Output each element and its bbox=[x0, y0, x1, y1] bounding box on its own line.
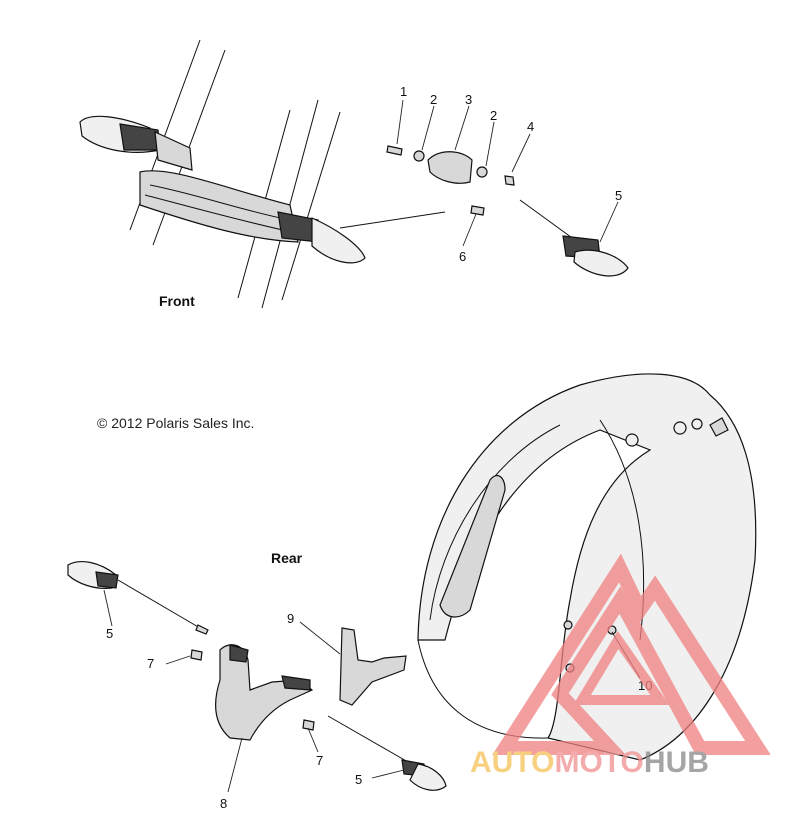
washer-left bbox=[413, 150, 425, 162]
front-turn-signal-assembly bbox=[573, 249, 629, 277]
callout-2: 2 bbox=[490, 108, 497, 123]
callout-5: 5 bbox=[615, 188, 622, 203]
bolt bbox=[386, 145, 403, 156]
rear-label: Rear bbox=[271, 550, 303, 566]
front-right-turn-signal bbox=[311, 217, 366, 264]
rear-light-recess bbox=[439, 475, 506, 618]
callout-4: 4 bbox=[527, 119, 534, 134]
callout-5: 5 bbox=[106, 626, 113, 641]
svg-text:AUTOMOTOHUB: AUTOMOTOHUB bbox=[470, 746, 709, 779]
watermark-hub: HUB bbox=[644, 746, 709, 779]
automotohub-watermark: AUTOMOTOHUB bbox=[470, 553, 771, 779]
copyright-notice: © 2012 Polaris Sales Inc. bbox=[97, 415, 254, 431]
callout-6: 6 bbox=[459, 249, 466, 264]
callout-9: 9 bbox=[287, 611, 294, 626]
watermark-triangle-logo bbox=[492, 553, 771, 755]
callout-7: 7 bbox=[147, 656, 154, 671]
nut bbox=[504, 175, 515, 186]
screw bbox=[470, 205, 485, 216]
front-assembly bbox=[79, 39, 629, 309]
washer-right bbox=[476, 166, 488, 178]
callout-5: 5 bbox=[355, 772, 362, 787]
callout-8: 8 bbox=[220, 796, 227, 811]
rear-right-turn-signal bbox=[409, 763, 447, 791]
callout-2: 2 bbox=[430, 92, 437, 107]
rear-assembly bbox=[67, 561, 447, 793]
rear-fender bbox=[417, 373, 757, 761]
callout-7: 7 bbox=[316, 753, 323, 768]
front-light-bar bbox=[139, 170, 299, 243]
license-bracket bbox=[339, 627, 407, 706]
mount-bracket bbox=[427, 151, 473, 184]
callout-3: 3 bbox=[465, 92, 472, 107]
watermark-auto: AUTO bbox=[470, 746, 554, 779]
watermark-moto: MOTO bbox=[554, 746, 643, 779]
front-label: Front bbox=[159, 293, 195, 309]
callout-1: 1 bbox=[400, 84, 407, 99]
